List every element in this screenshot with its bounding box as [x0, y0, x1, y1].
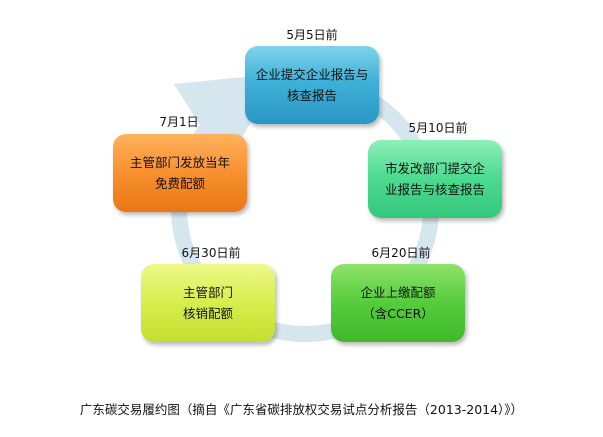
step-4-box: 主管部门 核销配额 [141, 264, 275, 342]
step-5-line-2: 免费配额 [154, 176, 205, 191]
step-2-box: 市发改部门提交企 业报告与核查报告 [368, 140, 502, 218]
step-5-line-1: 主管部门发放当年 [129, 155, 230, 170]
step-2-line-2: 业报告与核查报告 [384, 182, 485, 197]
step-2-date: 5月10日前 [408, 121, 468, 135]
step-5-box: 主管部门发放当年 免费配额 [113, 134, 247, 212]
step-3-box: 企业上缴配额 （含CCER） [331, 264, 465, 342]
step-3-line-1: 企业上缴配额 [360, 285, 436, 300]
step-1-line-2: 核查报告 [286, 88, 337, 103]
step-4-line-1: 主管部门 [182, 285, 233, 300]
step-3-line-2: （含CCER） [362, 306, 434, 321]
step-1-line-1: 企业提交企业报告与 [255, 67, 369, 82]
step-4-date: 6月30日前 [181, 246, 241, 260]
step-1-box: 企业提交企业报告与 核查报告 [245, 46, 379, 124]
step-1-date: 5月5日前 [286, 28, 338, 42]
step-5-date: 7月1日 [159, 115, 199, 129]
step-2-line-1: 市发改部门提交企 [384, 161, 485, 176]
step-3-date: 6月20日前 [371, 246, 431, 260]
figure-caption: 广东碳交易履约图（摘自《广东省碳排放权交易试点分析报告（2013-2014）》） [79, 402, 524, 417]
step-4-line-2: 核销配额 [182, 306, 233, 321]
